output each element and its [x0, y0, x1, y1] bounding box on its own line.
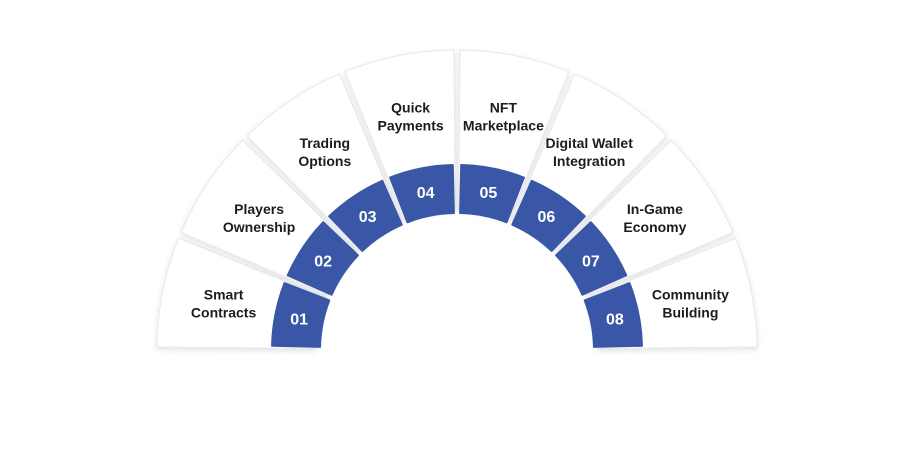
- segment-label-line: Economy: [623, 219, 686, 235]
- segment-label-line: Contracts: [191, 305, 257, 321]
- segment-label-line: Building: [662, 305, 718, 321]
- number-band-04: [389, 164, 455, 224]
- number-band-08: [583, 282, 643, 348]
- segment-label-line: Community: [652, 287, 729, 303]
- segment-label-line: Players: [234, 201, 284, 217]
- number-band-06: [511, 179, 586, 252]
- segment-number-08: 08: [606, 312, 624, 329]
- segment-number-01: 01: [290, 312, 308, 329]
- segment-number-03: 03: [359, 209, 377, 226]
- segment-label-line: In-Game: [627, 201, 683, 217]
- segment-label-line: Ownership: [223, 219, 295, 235]
- segment-number-02: 02: [314, 254, 332, 271]
- number-band-01: [271, 282, 331, 348]
- number-band-03: [328, 179, 403, 252]
- segment-label-line: Integration: [553, 153, 625, 169]
- segment-number-07: 07: [582, 254, 600, 271]
- number-band-07: [555, 221, 628, 296]
- segment-number-06: 06: [538, 209, 556, 226]
- number-band-02: [286, 221, 359, 296]
- segment-label-line: Marketplace: [463, 118, 544, 134]
- segment-number-05: 05: [480, 185, 498, 202]
- segment-label-line: Options: [298, 153, 351, 169]
- segment-label-line: Smart: [204, 287, 244, 303]
- segment-label-line: NFT: [490, 100, 518, 116]
- segment-label-line: Digital Wallet: [546, 135, 634, 151]
- segment-number-04: 04: [417, 185, 435, 202]
- segment-label-line: Quick: [391, 100, 430, 116]
- segment-label-line: Trading: [300, 135, 351, 151]
- segment-label-05: NFT Marketplace: [463, 100, 544, 134]
- segment-label-line: Payments: [378, 118, 444, 134]
- number-band-05: [459, 164, 525, 224]
